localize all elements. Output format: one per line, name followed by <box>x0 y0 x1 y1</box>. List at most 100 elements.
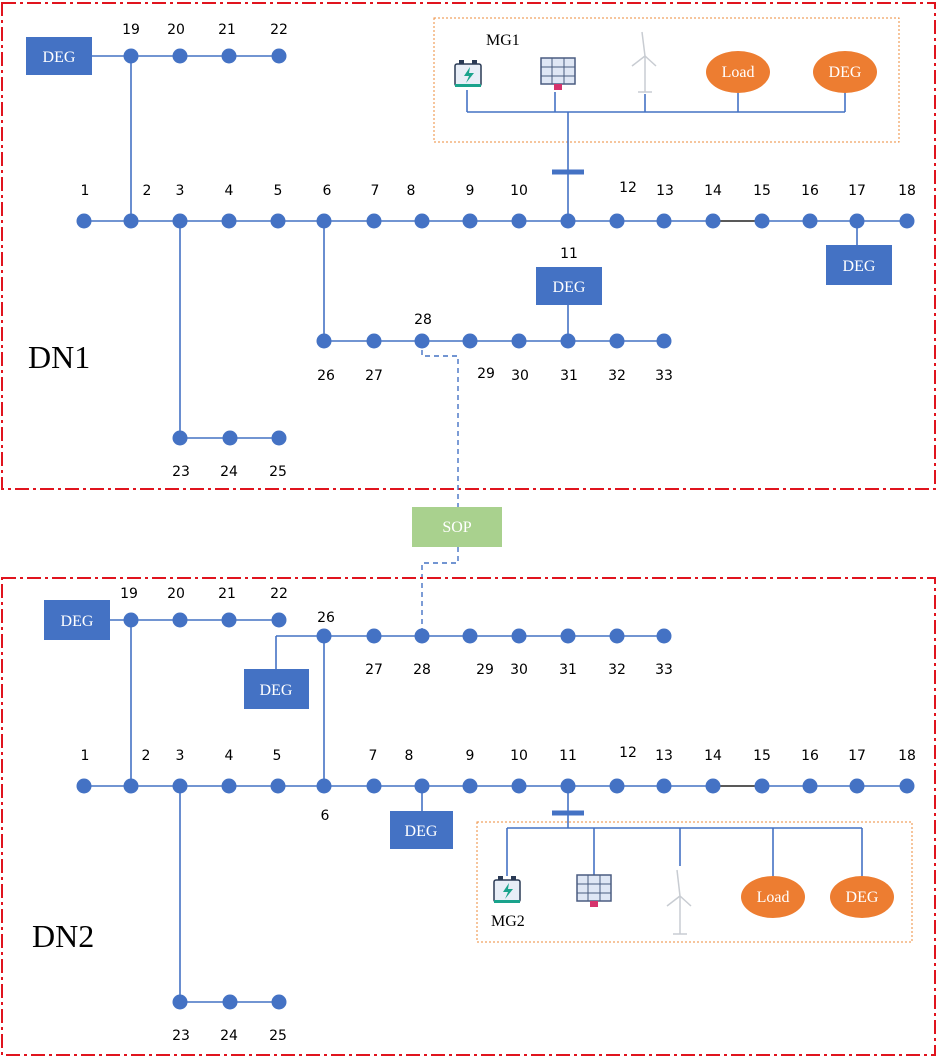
dn2-bus-node-23 <box>172 994 188 1010</box>
dn2-bus-node-28 <box>414 628 430 644</box>
dn1-bus-node-24 <box>222 430 238 446</box>
dn1-bus-node-11 <box>560 213 576 229</box>
dn2-bus-node-1 <box>76 778 92 794</box>
dn2-bus-node-25 <box>271 994 287 1010</box>
dn2-deg-26: DEG <box>244 669 309 709</box>
dn1-bus-label-3: 3 <box>176 183 185 199</box>
dn2-bus-node-12 <box>609 778 625 794</box>
dn2-bus-label-3: 3 <box>176 748 185 764</box>
dn1-bus-label-4: 4 <box>225 183 234 199</box>
dn1-bus-label-32: 32 <box>608 368 626 384</box>
dn1-bus-label-15: 15 <box>753 183 771 199</box>
dn1-bus-label-2: 2 <box>143 183 152 199</box>
wind-turbine-icon <box>631 31 657 93</box>
dn2-bus-label-28: 28 <box>413 662 431 678</box>
svg-text:DEG: DEG <box>846 889 879 906</box>
dn2-bus-label-1: 1 <box>81 748 90 764</box>
battery-icon <box>454 60 482 87</box>
dn2-bus-label-13: 13 <box>655 748 673 764</box>
dn2-bus-label-20: 20 <box>167 586 185 602</box>
dn2-bus-label-11: 11 <box>559 748 577 764</box>
dn1-bus-label-31: 31 <box>560 368 578 384</box>
mg1-box <box>433 17 900 143</box>
dn1-bus-node-14 <box>705 213 721 229</box>
dn2-deg-8: DEG <box>390 811 453 849</box>
dn1-bus-label-26: 26 <box>317 368 335 384</box>
dn1-bus-node-21 <box>221 48 237 64</box>
dn1-bus-label-14: 14 <box>704 183 722 199</box>
dn1-bus-label-33: 33 <box>655 368 673 384</box>
dn2-bus-node-24 <box>222 994 238 1010</box>
svg-text:DEG: DEG <box>553 279 586 296</box>
dn1-bus-node-30 <box>511 333 527 349</box>
svg-text:SOP: SOP <box>442 519 471 536</box>
svg-text:Load: Load <box>757 889 790 906</box>
solar-panel-icon <box>540 57 576 90</box>
dn1-bus-node-26 <box>316 333 332 349</box>
dn2-bus-label-4: 4 <box>225 748 234 764</box>
sop-links <box>421 341 459 636</box>
dn1-bus-label-17: 17 <box>848 183 866 199</box>
dn2-bus-node-10 <box>511 778 527 794</box>
dn1-bus-label-23: 23 <box>172 464 190 480</box>
dn2-bus-node-33 <box>656 628 672 644</box>
svg-text:DEG: DEG <box>405 823 438 840</box>
dn1-bus-node-23 <box>172 430 188 446</box>
dn1-bus-label-6: 6 <box>323 183 332 199</box>
mg1-deg: DEG <box>813 51 877 93</box>
dn1-deg-11: DEG <box>536 267 602 305</box>
dn1-bus-label-30: 30 <box>511 368 529 384</box>
svg-text:DEG: DEG <box>43 49 76 66</box>
dn2-bus-label-17: 17 <box>848 748 866 764</box>
dn2-bus-node-17 <box>849 778 865 794</box>
dn1-bus-node-18 <box>899 213 915 229</box>
dn1-bus-node-15 <box>754 213 770 229</box>
dn2-bus-node-19 <box>123 612 139 628</box>
battery-icon <box>493 876 521 903</box>
dn1-bus-node-5 <box>270 213 286 229</box>
svg-text:DEG: DEG <box>260 682 293 699</box>
mg1-label: MG1 <box>486 32 520 49</box>
dn2-bus-label-18: 18 <box>898 748 916 764</box>
dn1-bus-label-8: 8 <box>407 183 416 199</box>
dn2-bus-label-26: 26 <box>317 610 335 626</box>
svg-text:DEG: DEG <box>829 64 862 81</box>
dn1-bus-node-25 <box>271 430 287 446</box>
dn1-bus-label-24: 24 <box>220 464 238 480</box>
dn2-bus-node-6 <box>316 778 332 794</box>
dn1-bus-label-25: 25 <box>269 464 287 480</box>
dn2-bus-node-8 <box>414 778 430 794</box>
dn2-bus-node-5 <box>270 778 286 794</box>
dn2-bus-node-9 <box>462 778 478 794</box>
dn2-bus-node-21 <box>221 612 237 628</box>
dn1-bus-label-28: 28 <box>414 312 432 328</box>
dn2-bus-node-16 <box>802 778 818 794</box>
dn2-bus-node-3 <box>172 778 188 794</box>
dn2-bus-label-10: 10 <box>510 748 528 764</box>
dn2-bus-label-33: 33 <box>655 662 673 678</box>
dn1-bus-label-22: 22 <box>270 22 288 38</box>
dn2-bus-label-25: 25 <box>269 1028 287 1044</box>
wind-turbine-icon <box>666 869 692 935</box>
dn2-deg-19: DEG <box>44 600 110 640</box>
svg-text:DEG: DEG <box>843 258 876 275</box>
dn1-bus-node-27 <box>366 333 382 349</box>
dn1-wires <box>84 55 907 439</box>
dn2-bus-label-21: 21 <box>218 586 236 602</box>
dn2-region-border <box>1 577 936 1056</box>
dn2-bus-node-14 <box>705 778 721 794</box>
dn2-bus-node-30 <box>511 628 527 644</box>
dn1-deg-19: DEG <box>26 37 92 75</box>
mg2-load: Load <box>741 876 805 918</box>
dn1-bus-node-1 <box>76 213 92 229</box>
dn2-bus-node-27 <box>366 628 382 644</box>
dn1-bus-node-3 <box>172 213 188 229</box>
dn1-deg-17: DEG <box>826 245 892 285</box>
dn2-bus-node-22 <box>271 612 287 628</box>
svg-text:Load: Load <box>722 64 755 81</box>
dn2-bus-label-30: 30 <box>510 662 528 678</box>
mg1-load: Load <box>706 51 770 93</box>
dn1-bus-label-11: 11 <box>560 246 578 262</box>
sop-box: SOP <box>412 507 502 547</box>
